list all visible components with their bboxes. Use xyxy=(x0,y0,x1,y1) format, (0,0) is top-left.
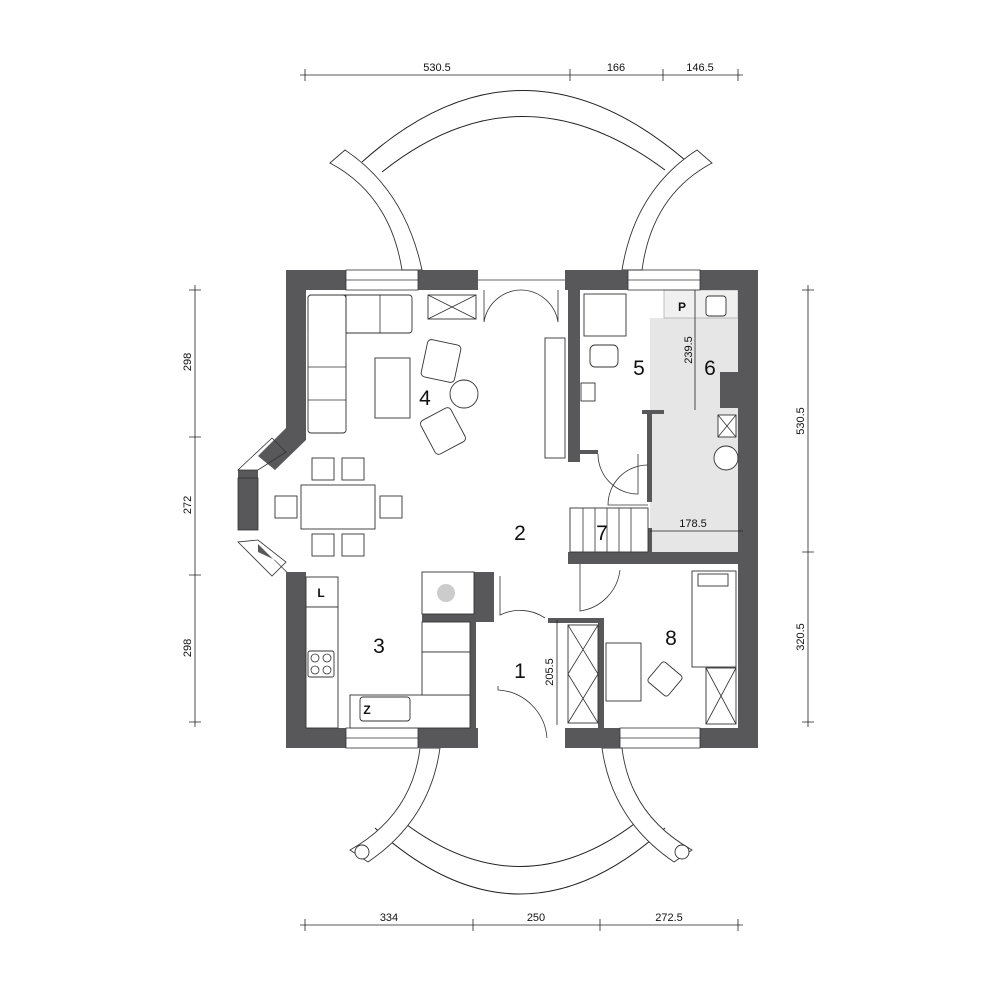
utility-sink-icon xyxy=(705,295,727,317)
dining-set xyxy=(274,457,403,557)
tv-unit xyxy=(544,337,566,459)
washbasin-icon xyxy=(580,382,596,402)
doors xyxy=(483,289,649,739)
armchair xyxy=(420,339,462,383)
svg-text:272: 272 xyxy=(182,496,194,514)
svg-text:298: 298 xyxy=(182,353,194,371)
room-1-label: 1 xyxy=(514,660,526,683)
wardrobe xyxy=(567,624,599,724)
svg-text:320.5: 320.5 xyxy=(795,623,807,651)
room-4-label: 4 xyxy=(419,387,431,410)
shower-icon xyxy=(583,293,627,337)
windows xyxy=(236,269,701,749)
interior-walls xyxy=(422,290,758,728)
room-8-label: 8 xyxy=(665,627,677,650)
svg-text:146.5: 146.5 xyxy=(686,62,714,74)
stairs xyxy=(569,507,649,553)
dimension-top: 530.5 166 146.5 xyxy=(300,62,743,81)
room-5-label: 5 xyxy=(633,357,645,380)
svg-text:530.5: 530.5 xyxy=(795,407,807,435)
post-icon xyxy=(354,844,370,860)
svg-text:334: 334 xyxy=(380,912,398,924)
side-table xyxy=(449,379,479,409)
dim-hall-closet: 205.5 xyxy=(544,658,556,686)
pergola-bottom xyxy=(349,747,693,895)
dimension-left: 298 272 298 xyxy=(182,285,201,727)
sink-cabinet-label: Z xyxy=(363,703,370,717)
bed xyxy=(691,570,737,668)
armchair xyxy=(420,407,466,455)
boiler xyxy=(720,372,738,408)
svg-text:298: 298 xyxy=(182,639,194,657)
pergola-top xyxy=(329,90,713,271)
svg-text:250: 250 xyxy=(527,912,545,924)
dimension-right: 530.5 320.5 xyxy=(795,285,814,727)
dim-room6-depth: 239.5 xyxy=(683,336,695,364)
coffee-table xyxy=(374,357,411,419)
dim-room6-width: 178.5 xyxy=(679,518,707,530)
room-7-label: 7 xyxy=(596,522,608,545)
pantry-label: P xyxy=(678,300,686,314)
svg-text:530.5: 530.5 xyxy=(423,62,451,74)
room-2-label: 2 xyxy=(514,522,526,545)
room-3-label: 3 xyxy=(373,635,385,658)
sofa xyxy=(307,294,413,434)
post-icon xyxy=(674,844,690,860)
washing-machine-icon xyxy=(713,445,739,471)
dimension-bottom: 334 250 272.5 xyxy=(300,912,743,931)
svg-text:272.5: 272.5 xyxy=(655,912,683,924)
cooktop-icon xyxy=(307,650,335,678)
desk xyxy=(605,642,642,702)
chair xyxy=(647,661,683,697)
toilet-icon xyxy=(589,344,619,368)
room-6-label: 6 xyxy=(704,357,716,380)
fridge-label: L xyxy=(317,586,324,600)
exterior-walls xyxy=(238,270,758,748)
svg-text:166: 166 xyxy=(607,62,625,74)
kitchen-sink xyxy=(359,696,411,722)
